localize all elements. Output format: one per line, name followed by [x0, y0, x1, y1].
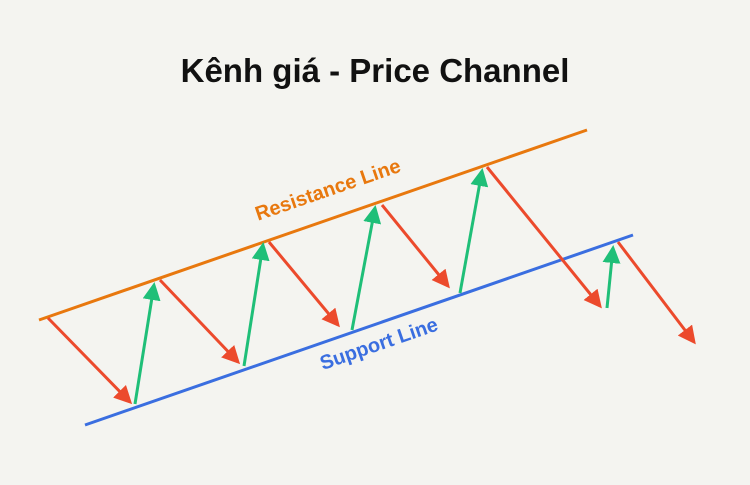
up-arrow [350, 205, 382, 331]
up-arrow [458, 168, 489, 294]
down-arrow [485, 166, 602, 309]
up-arrow [242, 242, 270, 367]
resistance-line-label: Resistance Line [252, 155, 403, 225]
diagram-title: Kênh giá - Price Channel [180, 52, 570, 89]
down-arrow [380, 204, 450, 289]
down-arrow [616, 241, 696, 345]
support-line [84, 233, 634, 427]
down-arrow [267, 241, 340, 328]
down-arrow [158, 278, 241, 365]
up-arrow [133, 282, 161, 405]
down-arrow [46, 316, 133, 405]
resistance-line [38, 128, 588, 322]
up-arrow [602, 245, 621, 309]
